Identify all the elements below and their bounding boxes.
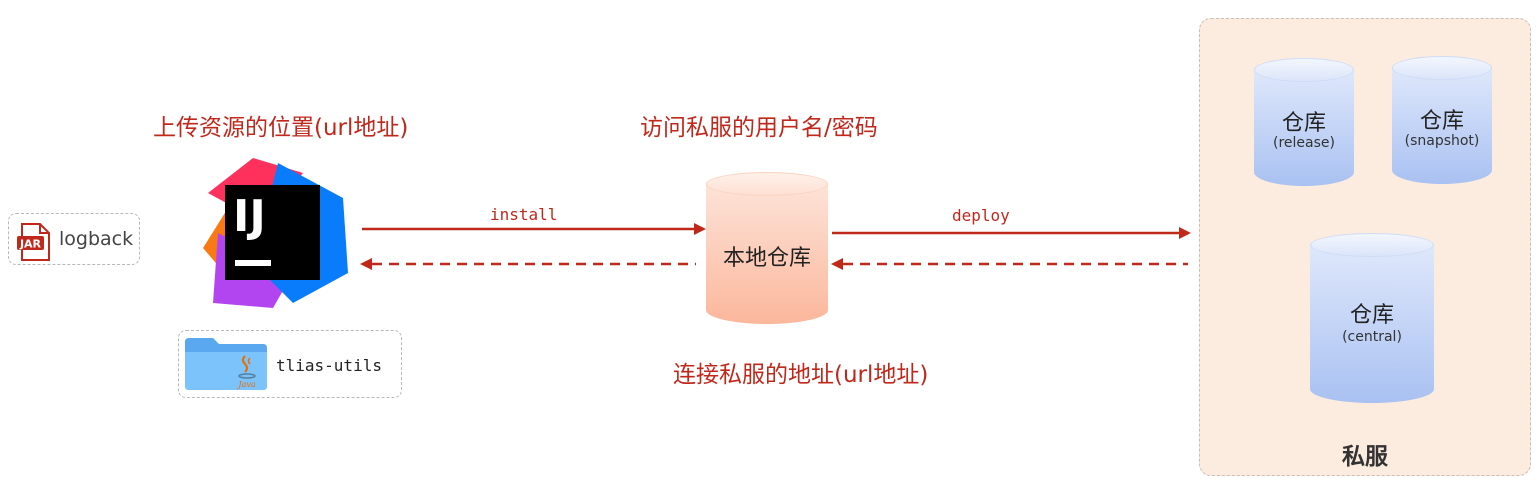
deploy-label: deploy (952, 206, 1010, 225)
upload-location-label: 上传资源的位置(url地址) (153, 115, 409, 141)
repo-snapshot-name: 仓库 (1419, 109, 1464, 134)
local-repository-label: 本地仓库 (722, 246, 811, 271)
private-server-panel: 仓库 (release) 仓库 (snapshot) 仓库 (central) … (1199, 18, 1531, 476)
jar-badge-text: JAR (19, 238, 42, 251)
repo-central-type: (central) (1342, 329, 1402, 345)
logback-jar-box: JAR logback (8, 213, 140, 265)
connect-address-label: 连接私服的地址(url地址) (673, 362, 929, 388)
repo-snapshot-type: (snapshot) (1404, 133, 1480, 149)
repo-release: 仓库 (release) (1254, 58, 1354, 186)
intellij-idea-icon: IJ (203, 158, 348, 308)
repo-snapshot: 仓库 (snapshot) (1392, 56, 1492, 184)
private-server-title: 私服 (1342, 444, 1388, 470)
credentials-label: 访问私服的用户名/密码 (640, 115, 878, 141)
repo-release-name: 仓库 (1281, 111, 1326, 136)
folder-icon: Java (185, 338, 267, 390)
install-label: install (490, 205, 558, 224)
java-icon: Java (236, 355, 256, 389)
jar-name: logback (59, 228, 134, 250)
repo-central: 仓库 (central) (1310, 233, 1434, 403)
ide-logo-text: IJ (233, 191, 266, 242)
jar-file-icon: JAR (17, 223, 50, 261)
repo-central-name: 仓库 (1349, 303, 1394, 328)
tlias-utils-module-box: Java tlias-utils (178, 330, 402, 398)
java-badge-text: Java (236, 380, 255, 389)
local-repository: 本地仓库 (706, 172, 828, 324)
repo-release-type: (release) (1273, 135, 1335, 151)
module-name: tlias-utils (276, 356, 382, 375)
